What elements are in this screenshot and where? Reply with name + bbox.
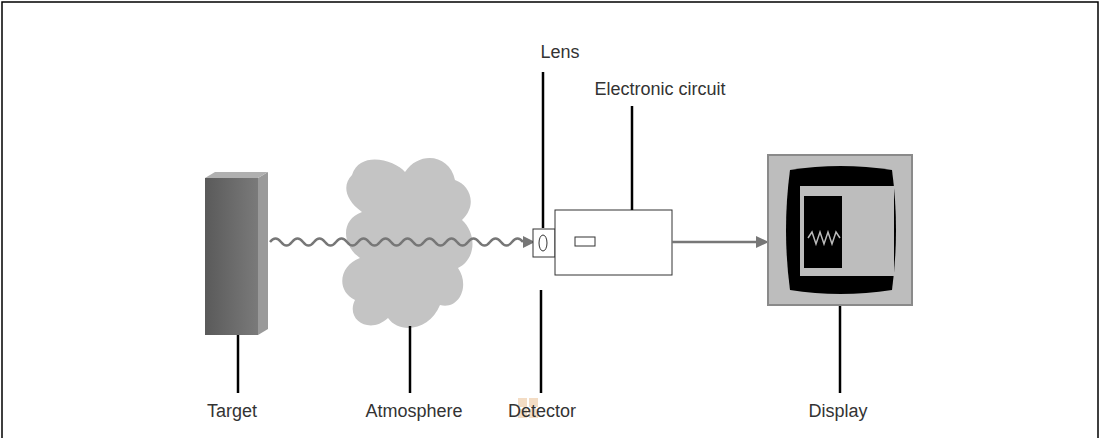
atmosphere-cloud [342, 158, 472, 328]
part-label: Atmosphere [365, 400, 462, 422]
leader-lines [238, 72, 840, 393]
part-label: Detector [508, 400, 576, 422]
part-label: Lens [540, 41, 579, 63]
part-label: Electronic circuit [594, 78, 725, 100]
lens [533, 229, 555, 257]
part-label: Target [207, 400, 257, 422]
signal-arrow [672, 241, 758, 244]
target-box [205, 172, 268, 335]
detector-chip [575, 237, 595, 246]
display-monitor [768, 155, 912, 305]
circuit-box [555, 210, 672, 275]
part-label: Display [808, 400, 867, 422]
radiation-wave [270, 239, 523, 246]
